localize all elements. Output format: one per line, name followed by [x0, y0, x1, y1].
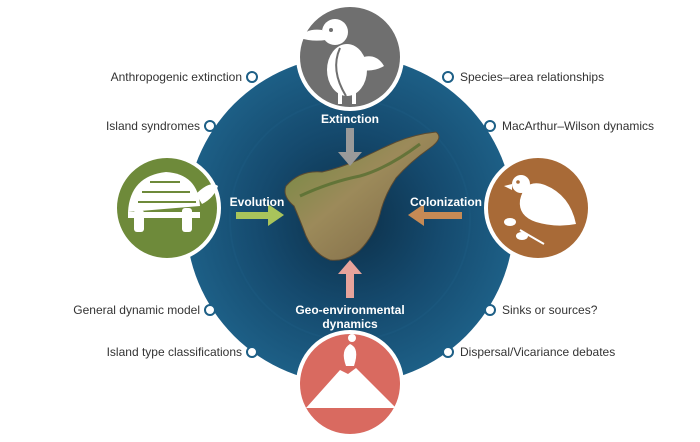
arrow-extinction [338, 128, 362, 166]
geo-environmental-label-line2: dynamics [322, 317, 378, 331]
label-general-dynamic-model: General dynamic model [73, 303, 200, 317]
label-island-type-classifications: Island type classifications [106, 345, 242, 359]
volcano-icon [306, 334, 396, 408]
arrow-geo [338, 260, 362, 298]
dot-right-4 [442, 346, 454, 358]
label-island-syndromes: Island syndromes [105, 119, 200, 133]
extinction-node [296, 3, 404, 111]
label-sinks-or-sources: Sinks or sources? [502, 303, 598, 317]
dove-with-branch-icon [504, 175, 576, 245]
dot-left-1 [246, 71, 258, 83]
geo-environmental-label: Geo-environmental [295, 303, 405, 317]
dot-left-4 [246, 346, 258, 358]
extinction-label: Extinction [320, 112, 379, 126]
geo-environmental-node [296, 330, 404, 438]
label-dispersal-vicariance-debates: Dispersal/Vicariance debates [460, 345, 616, 359]
colonization-label: Colonization [410, 195, 482, 209]
colonization-node [484, 154, 592, 262]
dodo-bird-icon [300, 19, 384, 104]
evolution-node [113, 154, 221, 262]
dot-right-1 [442, 71, 454, 83]
island-map-icon [284, 131, 440, 261]
dot-right-3 [484, 304, 496, 316]
dot-left-2 [204, 120, 216, 132]
label-species-area-relationships: Species–area relationships [460, 70, 605, 84]
label-anthropogenic-extinction: Anthropogenic extinction [110, 70, 242, 84]
arrow-colonization [408, 204, 462, 226]
arrow-evolution [236, 204, 284, 226]
label-macarthur-wilson-dynamics: MacArthur–Wilson dynamics [502, 119, 655, 133]
dot-left-3 [204, 304, 216, 316]
dot-right-2 [484, 120, 496, 132]
evolution-label: Evolution [229, 195, 285, 209]
